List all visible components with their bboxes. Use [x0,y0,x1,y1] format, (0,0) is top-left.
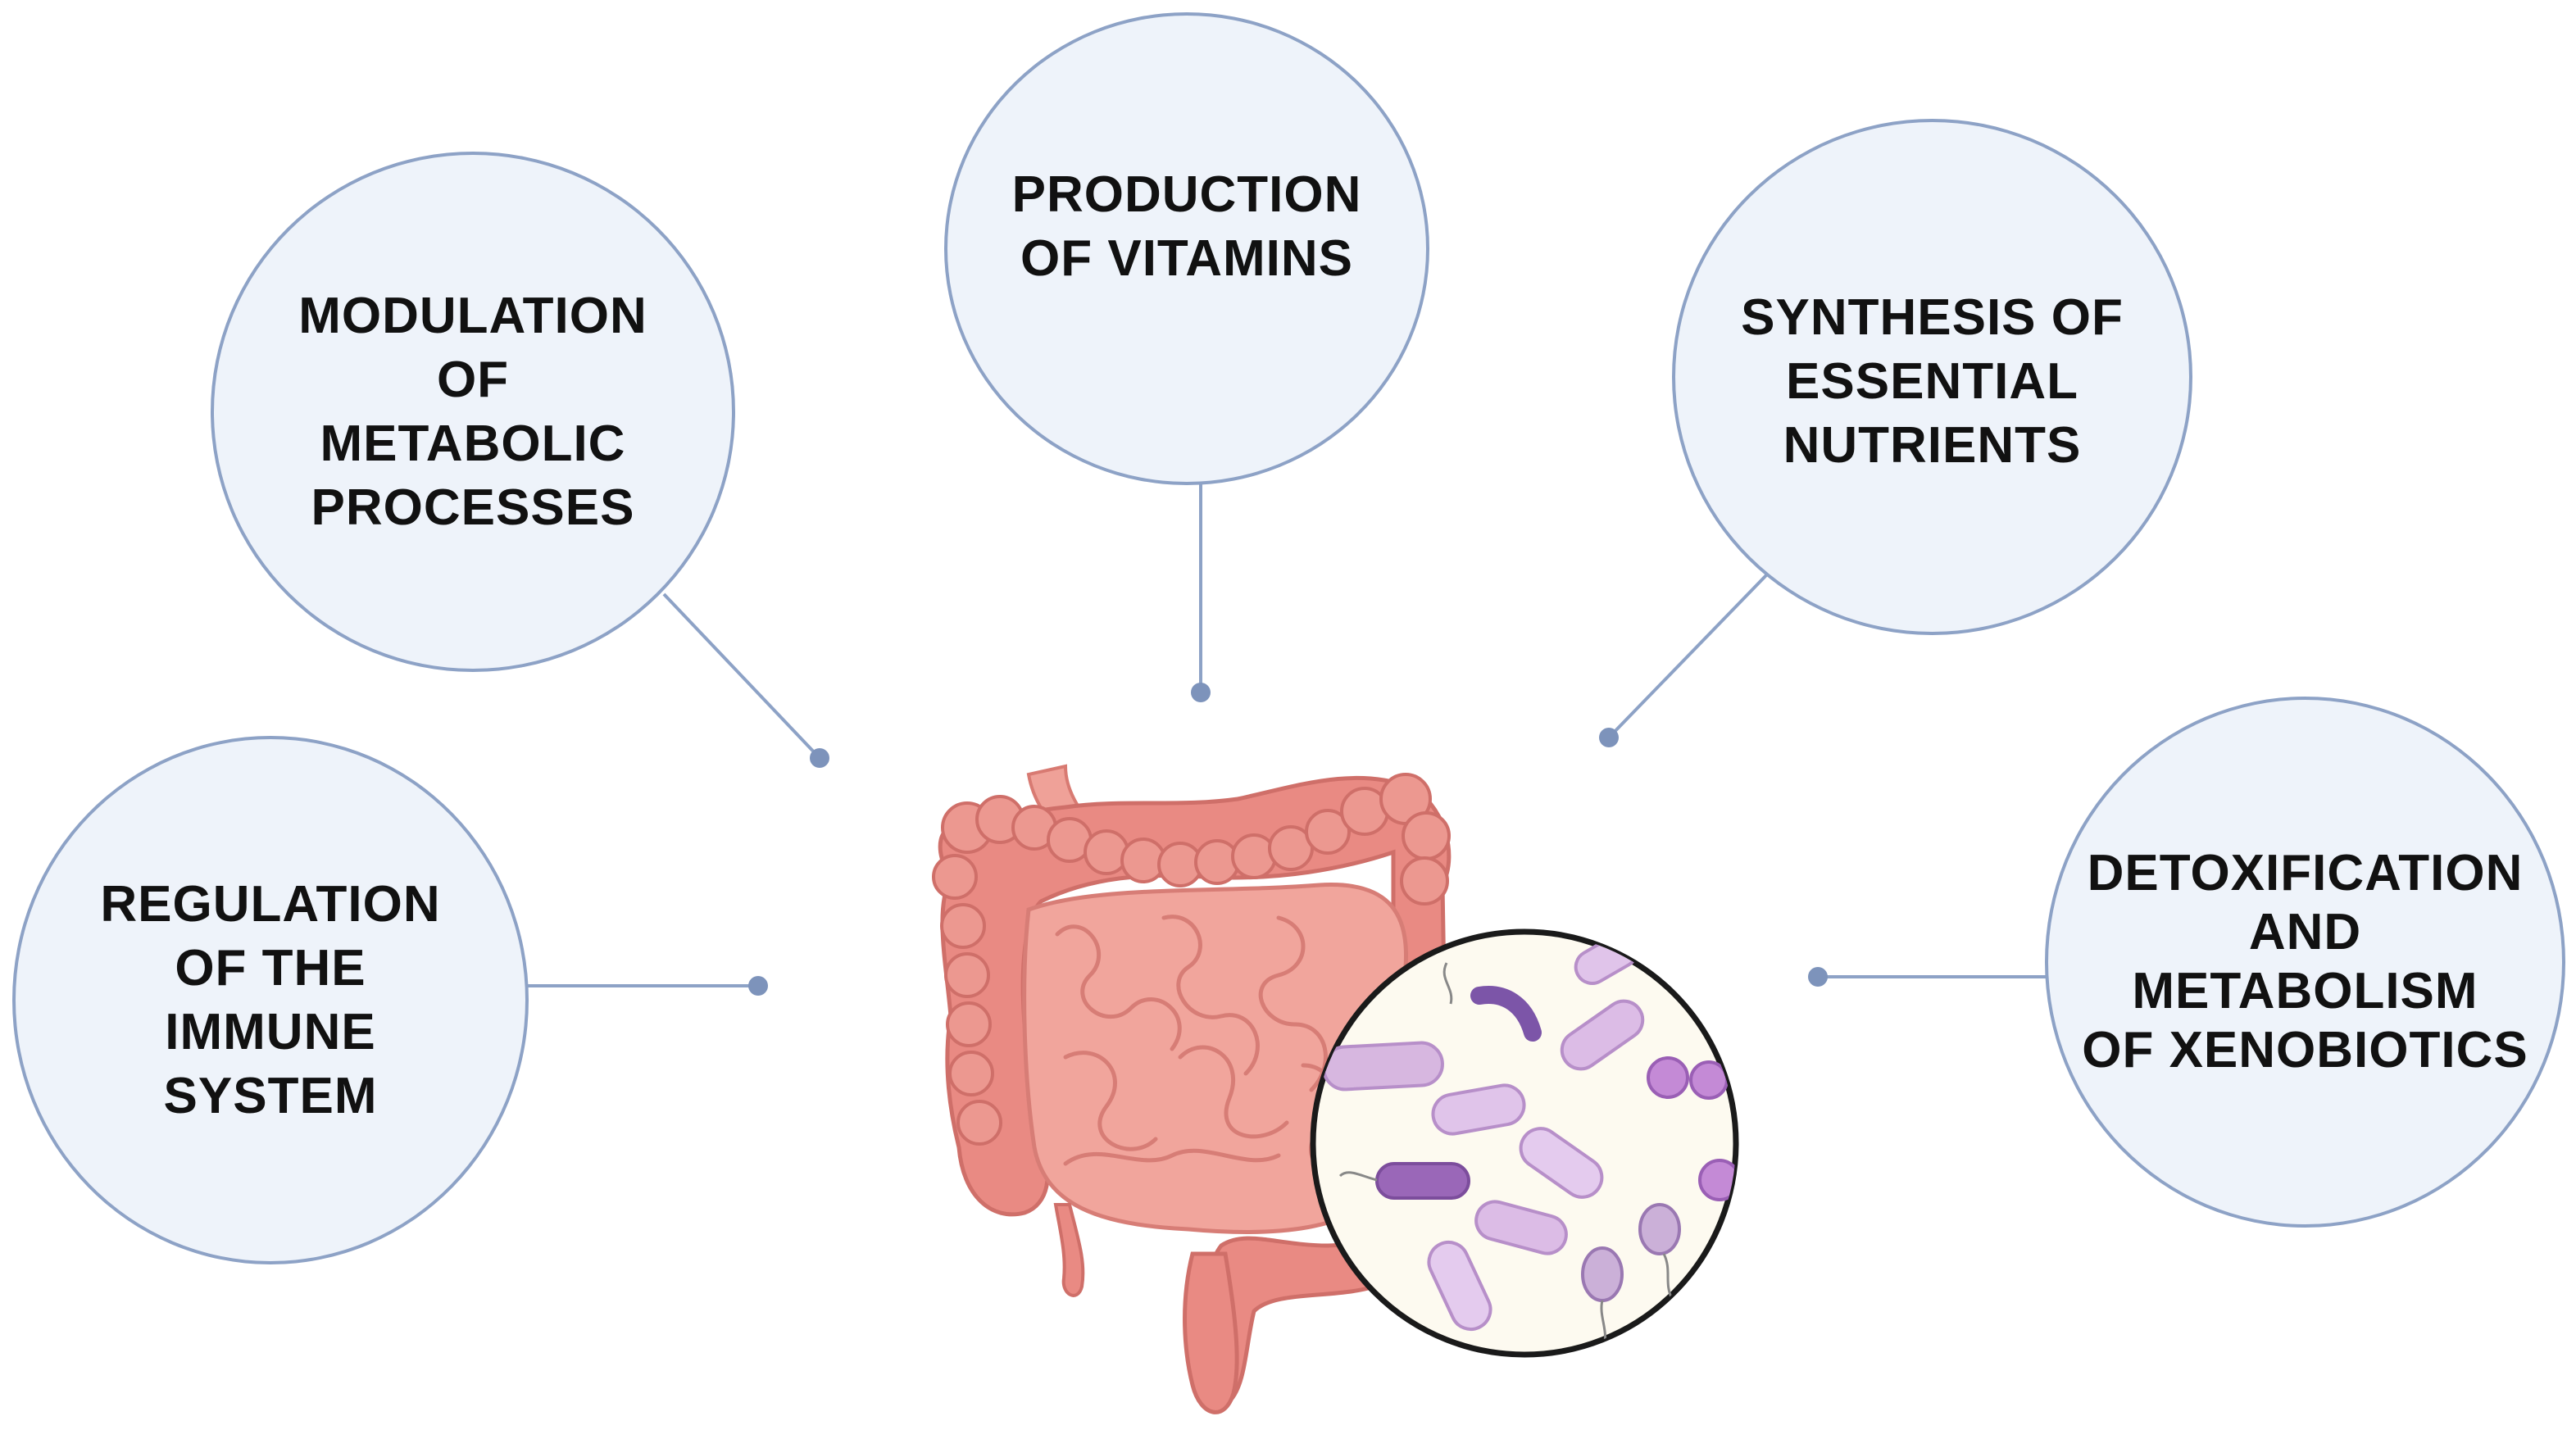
label-line: OF [436,351,510,408]
label-line: SYSTEM [163,1067,378,1124]
label-line: PROCESSES [311,479,635,536]
bubble-label: MODULATION OF METABOLIC PROCESSES [298,284,647,540]
label-line: METABOLISM [2132,963,2478,1019]
bubble-detoxification-xenobiotics: DETOXIFICATION AND METABOLISM OF XENOBIO… [2045,697,2565,1228]
bubble-label: SYNTHESIS OF ESSENTIAL NUTRIENTS [1741,286,2124,478]
connector-dot-nutrients [1599,728,1619,747]
label-line: OF VITAMINS [1020,230,1353,287]
connector-dot-immune [748,976,768,996]
label-line: IMMUNE [165,1003,376,1060]
bubble-label: REGULATION OF THE IMMUNE SYSTEM [100,873,440,1128]
bubble-synthesis-essential-nutrients: SYNTHESIS OF ESSENTIAL NUTRIENTS [1672,119,2192,635]
connector-dot-metabolic [810,748,829,768]
label-line: PRODUCTION [1011,166,1362,223]
bubble-label: DETOXIFICATION AND METABOLISM OF XENOBIO… [2082,844,2528,1080]
connector-dot-xenobiotics [1808,967,1828,987]
label-line: SYNTHESIS OF [1741,289,2124,346]
bubble-label: PRODUCTION OF VITAMINS [1012,163,1362,291]
connector-metabolic [662,592,821,760]
bubble-modulation-metabolic-processes: MODULATION OF METABOLIC PROCESSES [211,152,735,672]
bubble-regulation-immune-system: REGULATION OF THE IMMUNE SYSTEM [12,736,529,1264]
label-line: METABOLIC [320,415,626,472]
label-line: OF THE [175,939,366,996]
rectum [1183,1251,1239,1414]
label-line: OF XENOBIOTICS [2082,1022,2528,1078]
label-line: MODULATION [298,287,647,344]
label-line: ESSENTIAL [1786,353,2079,410]
bacteria-cluster [1322,933,1736,1350]
appendix [1053,1203,1085,1297]
haustra-bumps [932,773,1451,1146]
label-line: REGULATION [100,875,441,933]
bubble-production-vitamins: PRODUCTION OF VITAMINS [944,12,1429,485]
label-line: NUTRIENTS [1783,417,2082,474]
connector-nutrients [1607,574,1768,739]
label-line: AND [2248,904,2362,960]
connector-dot-vitamins [1191,683,1211,702]
label-line: DETOXIFICATION [2087,845,2524,901]
